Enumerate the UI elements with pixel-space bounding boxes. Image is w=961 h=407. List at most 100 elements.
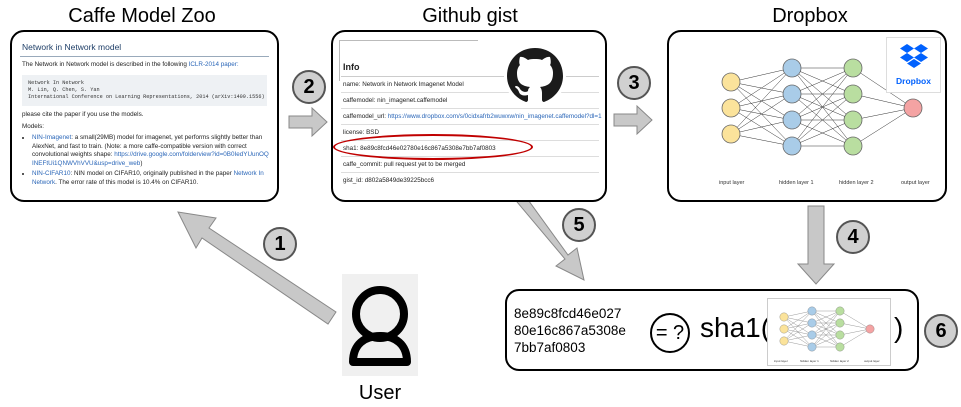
thumb-label-output: output layer bbox=[864, 359, 880, 363]
step-badge-4: 4 bbox=[836, 220, 870, 254]
dropbox-title: Dropbox bbox=[772, 5, 848, 27]
network-edge bbox=[811, 334, 841, 348]
sha1-highlight-ellipse bbox=[333, 134, 533, 160]
nin-cifar10-end: . The error rate of this model is 10.4% … bbox=[55, 178, 199, 186]
network-edge bbox=[811, 322, 841, 348]
step-badge-6: 6 bbox=[924, 314, 958, 348]
network-nodes bbox=[721, 58, 923, 156]
network-node bbox=[843, 136, 863, 156]
caffemodel-url-link[interactable]: https://www.dropbox.com/s/0cidxafrb2wuwx… bbox=[387, 113, 602, 120]
network-edge bbox=[783, 310, 813, 342]
layer-label-hidden-2: hidden layer 2 bbox=[839, 180, 874, 186]
network-node bbox=[779, 324, 789, 334]
step-badge-5: 5 bbox=[562, 208, 596, 242]
network-edge bbox=[730, 67, 793, 109]
nin-imagenet-link[interactable]: NIN-Imagenet bbox=[32, 134, 72, 142]
network-edge bbox=[730, 119, 793, 135]
gist-url-label: caffemodel_url: bbox=[343, 113, 388, 120]
model-thumbnail-icon: input layer hidden layer 1 hidden layer … bbox=[767, 298, 891, 366]
network-edge bbox=[791, 67, 854, 121]
cite-note: please cite the paper if you use the mod… bbox=[22, 111, 144, 119]
gist-info-content: Info name: Network in Network Imagenet M… bbox=[341, 60, 602, 194]
arrow-step-3 bbox=[613, 104, 653, 136]
network-edge bbox=[839, 322, 871, 330]
network-node bbox=[782, 84, 802, 104]
network-edges bbox=[730, 67, 914, 147]
network-edge bbox=[839, 310, 871, 330]
network-node bbox=[903, 98, 923, 118]
equals-question-circle: = ? bbox=[650, 313, 690, 353]
google-drive-link[interactable]: https://drive.google.com/folderview?id=0… bbox=[32, 151, 269, 167]
network-node bbox=[843, 58, 863, 78]
network-node bbox=[782, 58, 802, 78]
github-gist-panel: Info name: Network in Network Imagenet M… bbox=[331, 30, 607, 202]
network-edge bbox=[839, 328, 871, 336]
network-edge bbox=[783, 322, 813, 342]
layer-label-hidden-1: hidden layer 1 bbox=[779, 180, 814, 186]
dropbox-panel: input layer hidden layer 1 hidden layer … bbox=[667, 30, 947, 202]
network-edge bbox=[852, 67, 914, 109]
user-avatar-icon bbox=[349, 286, 411, 366]
network-edge bbox=[839, 328, 871, 348]
gist-row-url: caffemodel_url: https://www.dropbox.com/… bbox=[341, 109, 602, 125]
nin-cifar10-desc: : NIN model on CIFAR10, originally publi… bbox=[70, 170, 234, 178]
verification-panel: 8e89c8fcd46e027 80e16c867a5308e 7bb7af08… bbox=[505, 289, 919, 371]
network-node bbox=[843, 110, 863, 130]
network-node bbox=[721, 124, 741, 144]
network-node bbox=[807, 342, 817, 352]
caffe-model-zoo-panel: Network in Network model The Network in … bbox=[10, 30, 279, 202]
dropbox-logo-badge: Dropbox bbox=[886, 37, 941, 93]
network-node bbox=[835, 306, 845, 316]
network-edge bbox=[811, 310, 841, 348]
network-edge bbox=[730, 133, 793, 147]
thumb-label-hidden-2: hidden layer 2 bbox=[830, 359, 849, 363]
thumb-label-input: input layer bbox=[774, 359, 788, 363]
network-edge bbox=[791, 67, 854, 147]
citation-block: Network In Network M. Lin, Q. Chen, S. Y… bbox=[22, 74, 267, 107]
neural-network-diagram bbox=[721, 58, 923, 156]
list-item: NIN-Imagenet: a small(29MB) model for im… bbox=[32, 134, 269, 168]
user-label: User bbox=[358, 382, 402, 404]
network-edge bbox=[852, 93, 914, 109]
layer-label-input: input layer bbox=[719, 180, 745, 186]
user-avatar bbox=[342, 274, 418, 376]
nin-cifar10-link[interactable]: NIN-CIFAR10 bbox=[32, 170, 71, 178]
github-gist-title: Github gist bbox=[422, 5, 518, 27]
caffe-intro-text: The Network in Network model is describe… bbox=[22, 61, 187, 69]
github-octocat-icon bbox=[504, 45, 566, 107]
network-node bbox=[843, 84, 863, 104]
step-badge-3: 3 bbox=[617, 66, 651, 100]
network-node bbox=[721, 98, 741, 118]
network-node bbox=[835, 318, 845, 328]
network-edge bbox=[730, 93, 793, 135]
gist-row-commit: caffe_commit: pull request yet to be mer… bbox=[341, 157, 599, 173]
caffe-model-zoo-title: Caffe Model Zoo bbox=[68, 5, 216, 27]
network-node bbox=[835, 342, 845, 352]
network-edge bbox=[811, 310, 841, 324]
nin-paper-link[interactable]: Network In Network bbox=[32, 170, 264, 186]
gist-row-name: name: Network in Network Imagenet Model bbox=[341, 77, 599, 93]
caffe-page-heading: Network in Network model bbox=[20, 40, 269, 58]
caffe-page-content: Network in Network model The Network in … bbox=[20, 40, 269, 194]
network-node bbox=[779, 312, 789, 322]
network-node bbox=[807, 306, 817, 316]
step-badge-1: 1 bbox=[263, 227, 297, 261]
iclr-paper-link[interactable]: ICLR-2014 paper: bbox=[188, 61, 239, 69]
network-node bbox=[782, 136, 802, 156]
caffe-intro: The Network in Network model is describe… bbox=[22, 61, 267, 70]
network-node bbox=[807, 330, 817, 340]
network-edge bbox=[783, 334, 813, 342]
network-node bbox=[807, 318, 817, 328]
network-edge bbox=[730, 67, 793, 83]
sha1-function-label: sha1( bbox=[700, 312, 771, 343]
gist-row-caffemodel: caffemodel: nin_imagenet.caffemodel bbox=[341, 93, 599, 109]
network-edge bbox=[783, 310, 813, 330]
step-badge-2: 2 bbox=[292, 70, 326, 104]
network-edge bbox=[783, 340, 813, 348]
network-node bbox=[721, 72, 741, 92]
network-edge bbox=[791, 67, 854, 95]
models-list: NIN-Imagenet: a small(29MB) model for im… bbox=[32, 134, 269, 187]
thumbnail-edges bbox=[783, 310, 871, 348]
arrow-step-2 bbox=[288, 106, 328, 138]
gist-info-heading: Info bbox=[341, 60, 599, 77]
